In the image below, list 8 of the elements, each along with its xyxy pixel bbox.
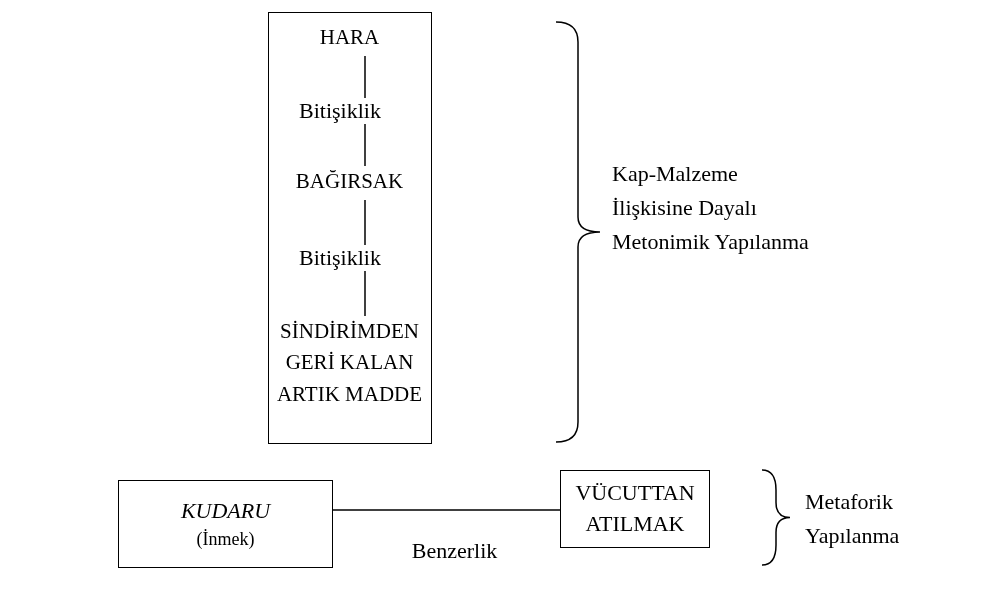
concept-box xyxy=(560,470,710,548)
gloss-text: (İnmek) xyxy=(195,527,256,551)
concept-term: KUDARU xyxy=(179,497,272,525)
concept-box xyxy=(118,480,333,568)
concept-text: VÜCUTTAN ATILMAK xyxy=(574,479,696,538)
edge-label: Bitişiklik xyxy=(296,245,384,271)
edge-label: Bitişiklik xyxy=(296,98,384,124)
connector-line xyxy=(332,509,561,511)
